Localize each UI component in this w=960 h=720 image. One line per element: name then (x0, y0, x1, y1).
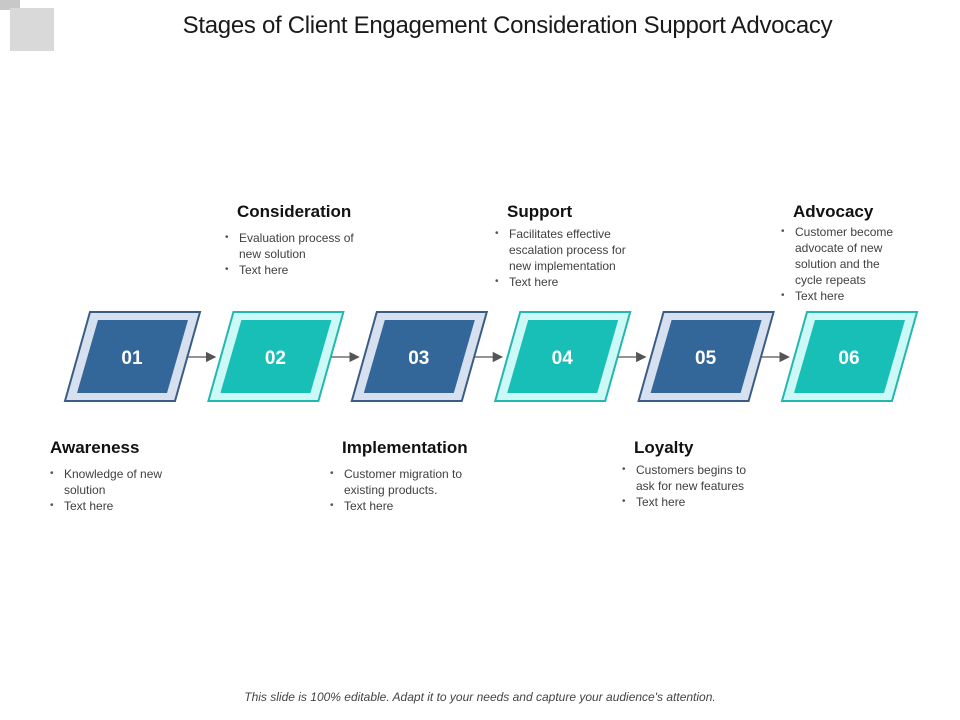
stage-bullet: Text here (781, 288, 906, 304)
corner-decoration (0, 0, 20, 10)
stage-bullet: Customer migration to existing products. (330, 466, 480, 498)
stage-bullet: Evaluation process of new solution (225, 230, 355, 262)
stage-title: Support (507, 202, 573, 221)
stage-text-consideration: Consideration Evaluation process of new … (225, 202, 385, 278)
stage-title: Awareness (50, 438, 140, 457)
stage-title: Loyalty (634, 438, 694, 457)
stage-number: 05 (695, 348, 717, 369)
stage-bullet: Text here (495, 274, 645, 290)
stage-number: 06 (838, 348, 859, 369)
stage-text-advocacy: Advocacy Customer become advocate of new… (781, 202, 941, 304)
stage-number: 04 (552, 348, 574, 369)
stage-shape-04: 04 (493, 311, 632, 402)
stage-title: Implementation (342, 438, 468, 457)
footer-note: This slide is 100% editable. Adapt it to… (244, 690, 716, 704)
stage-shape-06: 06 (780, 311, 919, 402)
stage-inner-fill (363, 320, 475, 393)
stage-number: 03 (408, 348, 429, 369)
stage-shape-02: 02 (207, 311, 345, 402)
stage-shape-01: 01 (63, 311, 202, 402)
stage-bullet: Facilitates effective escalation process… (495, 226, 645, 274)
stage-text-awareness: Awareness Knowledge of new solution Text… (50, 438, 210, 514)
stage-bullet: Customer become advocate of new solution… (781, 224, 906, 288)
stage-text-implementation: Implementation Customer migration to exi… (330, 438, 490, 514)
stage-number: 01 (121, 348, 143, 369)
stage-bullet: Customers begins to ask for new features (622, 462, 747, 494)
stage-bullet: Text here (330, 498, 480, 514)
stage-text-loyalty: Loyalty Customers begins to ask for new … (622, 438, 782, 510)
stage-shape-05: 05 (637, 311, 775, 402)
stage-inner-fill (220, 320, 332, 393)
stage-text-support: Support Facilitates effective escalation… (495, 202, 655, 290)
stage-title: Consideration (237, 202, 352, 221)
stage-inner-fill (77, 320, 188, 393)
stage-bullet: Text here (225, 262, 355, 278)
stage-inner-fill (507, 320, 619, 393)
stage-inner-fill (650, 320, 762, 393)
stage-title: Advocacy (793, 202, 874, 221)
stage-number: 02 (265, 348, 286, 369)
corner-decoration-square (10, 8, 54, 51)
stage-inner-fill (794, 320, 905, 393)
stage-bullet: Knowledge of new solution (50, 466, 175, 498)
stage-bullet: Text here (50, 498, 175, 514)
stage-shape-03: 03 (350, 311, 489, 402)
stage-bullet: Text here (622, 494, 747, 510)
slide-title: Stages of Client Engagement Consideratio… (182, 12, 833, 39)
